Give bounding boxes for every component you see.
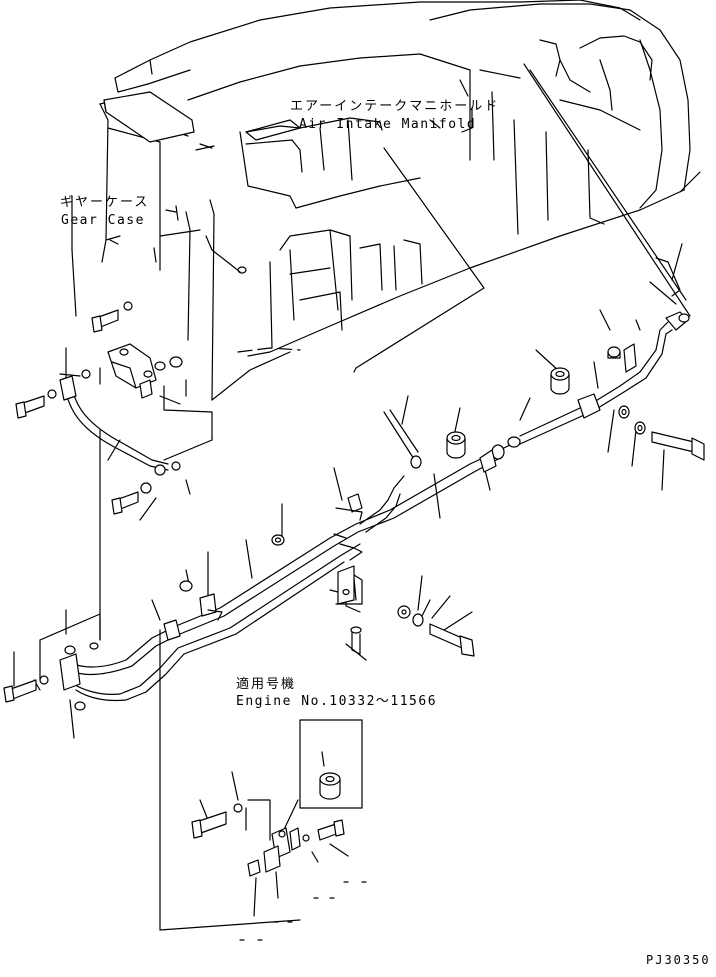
bolt-upper-left <box>15 395 45 419</box>
oil-pipes <box>65 321 673 702</box>
rocker-cover-block <box>103 91 301 143</box>
spacer-upper <box>550 367 570 395</box>
bolt-gear-case <box>91 309 119 333</box>
applicable-engine-inset <box>299 719 363 809</box>
bolt-lower-left <box>3 679 37 703</box>
bolt-mid-left <box>111 491 139 515</box>
gear-case-label: Gear Case <box>61 213 145 228</box>
bolt-center <box>429 623 475 657</box>
bolt-bottom-left <box>191 811 227 839</box>
air-intake-manifold-label-jp: エアーインテークマニホールド <box>290 99 500 114</box>
applicable-engine-label-jp: 適用号機 <box>236 677 297 692</box>
air-intake-manifold-label: Air Intake Manifold <box>299 117 477 132</box>
drawing-number: PJ30350 <box>646 953 711 967</box>
spacer-middle <box>446 431 466 459</box>
gear-case-label-jp: ギヤーケース <box>60 195 150 210</box>
bolt-right <box>651 431 705 461</box>
leader-lines <box>13 63 691 931</box>
applicable-engine-label: Engine No.10332～11566 <box>236 694 438 709</box>
bolt-bottom-right <box>317 819 345 841</box>
fittings <box>3 257 705 941</box>
